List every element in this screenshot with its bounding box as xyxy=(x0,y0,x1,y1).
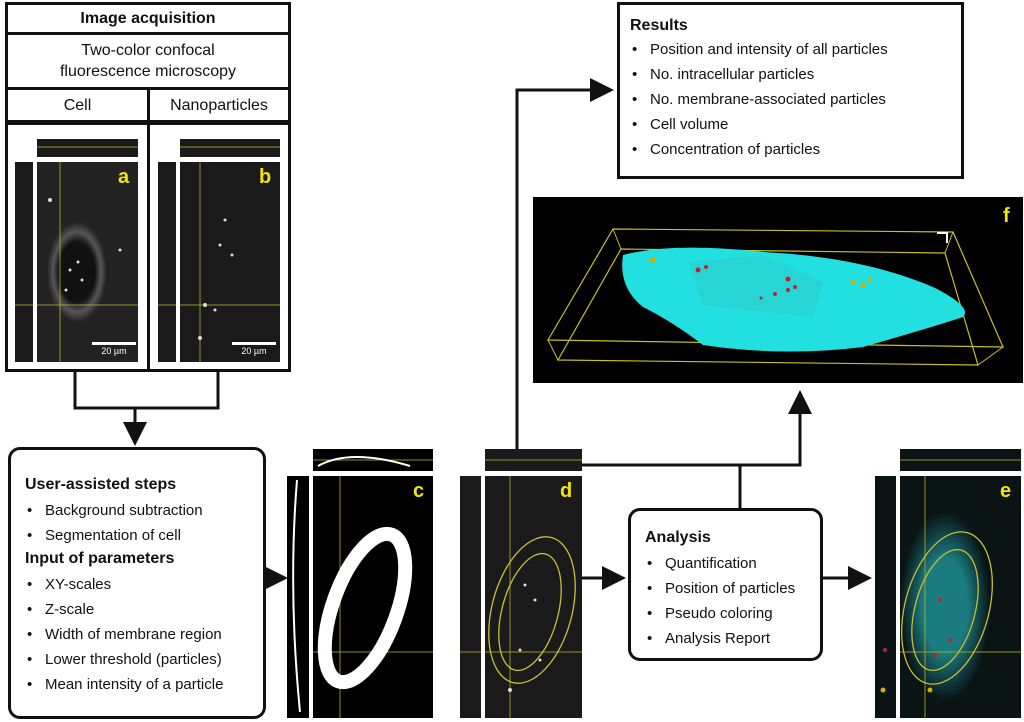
panel-a-image xyxy=(37,162,138,362)
list-item: Quantification xyxy=(645,551,806,576)
panel-d-yz-view xyxy=(460,476,481,718)
list-item: XY-scales xyxy=(25,572,249,597)
3d-cell-render xyxy=(546,228,1004,366)
column-nanoparticles: Nanoparticles xyxy=(147,87,291,123)
panel-e-image xyxy=(900,476,1021,718)
panel-a-xz-view xyxy=(37,139,138,157)
panel-e-xz-view xyxy=(900,449,1021,471)
list-item: Width of membrane region xyxy=(25,622,249,647)
panel-c-image xyxy=(313,476,433,718)
user-steps-title: User-assisted steps xyxy=(25,476,177,493)
arrow-to-f xyxy=(738,390,812,508)
panel-d-xz-view xyxy=(485,449,582,471)
acquisition-method: Two-color confocal fluorescence microsco… xyxy=(5,32,291,90)
list-item: No. intracellular particles xyxy=(630,62,951,87)
params-title: Input of parameters xyxy=(25,550,175,567)
results-box: Results Position and intensity of all pa… xyxy=(617,2,964,179)
panel-c-yz-view xyxy=(287,476,309,718)
scale-bar-a: 20 µm xyxy=(92,342,136,356)
list-item: Z-scale xyxy=(25,597,249,622)
list-item: Pseudo coloring xyxy=(645,601,806,626)
column-cell: Cell xyxy=(5,87,150,123)
panel-e-yz-view xyxy=(875,476,896,718)
list-item: Background subtraction xyxy=(25,498,249,523)
analysis-title: Analysis xyxy=(645,529,711,546)
list-item: Concentration of particles xyxy=(630,137,951,162)
panel-c-label: c xyxy=(413,480,425,502)
list-item: Analysis Report xyxy=(645,626,806,651)
panel-a-label: a xyxy=(118,166,130,188)
panel-b-image xyxy=(180,162,280,362)
panel-a-yz-view xyxy=(15,162,33,362)
results-title: Results xyxy=(630,17,688,34)
list-item: Cell volume xyxy=(630,112,951,137)
panel-e-label: e xyxy=(1000,480,1012,502)
list-item: Segmentation of cell xyxy=(25,523,249,548)
panel-d-label: d xyxy=(560,480,573,502)
acq-merge-line xyxy=(73,372,220,410)
list-item: Mean intensity of a particle xyxy=(25,672,249,697)
panel-f-label: f xyxy=(1003,205,1010,227)
method-line1: Two-color confocal xyxy=(81,42,215,59)
panel-d-image xyxy=(485,476,582,718)
panel-f-3d-view: f xyxy=(533,197,1023,383)
list-item: Position of particles xyxy=(645,576,806,601)
scale-bar-b: 20 µm xyxy=(232,342,276,356)
list-item: No. membrane-associated particles xyxy=(630,87,951,112)
panel-b-xz-view xyxy=(180,139,280,157)
list-item: Lower threshold (particles) xyxy=(25,647,249,672)
user-assisted-steps-box: User-assisted steps Background subtracti… xyxy=(8,447,266,719)
panel-b-label: b xyxy=(259,166,272,188)
arrow-to-results xyxy=(515,78,740,467)
panel-b-yz-view xyxy=(158,162,176,362)
list-item: Position and intensity of all particles xyxy=(630,37,951,62)
panel-c-xz-view xyxy=(313,449,433,471)
method-line2: fluorescence microscopy xyxy=(59,63,237,80)
analysis-box: Analysis Quantification Position of part… xyxy=(628,508,823,661)
acquisition-title: Image acquisition xyxy=(5,2,291,35)
